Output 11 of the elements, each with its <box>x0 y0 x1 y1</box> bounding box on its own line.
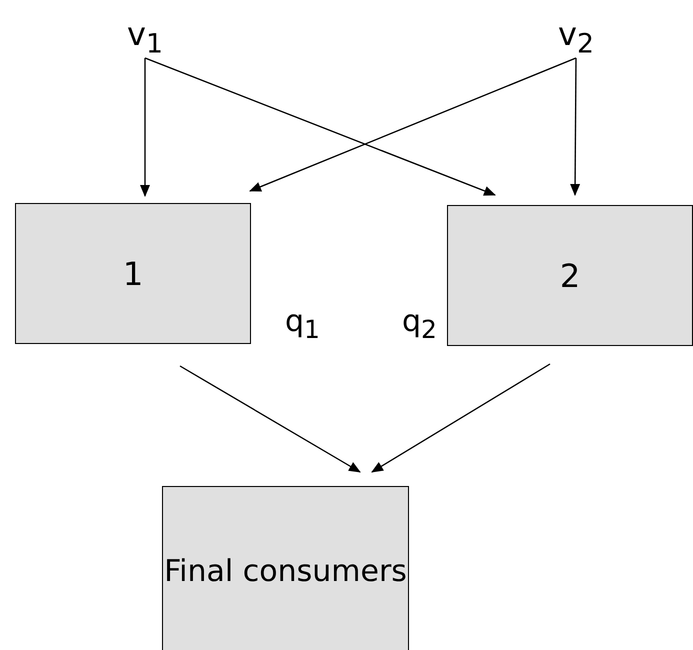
arrow <box>570 58 580 196</box>
arrow <box>144 57 496 196</box>
arrow <box>180 365 361 473</box>
process-box: 2 <box>447 205 693 346</box>
arrow <box>140 58 150 197</box>
arrow <box>371 363 550 473</box>
variable-label: v$_{2}$ <box>546 18 606 58</box>
process-box: Final consumers <box>162 486 409 650</box>
variable-label: v$_{1}$ <box>115 18 175 58</box>
process-box: 1 <box>15 203 251 344</box>
arrow <box>249 57 576 192</box>
